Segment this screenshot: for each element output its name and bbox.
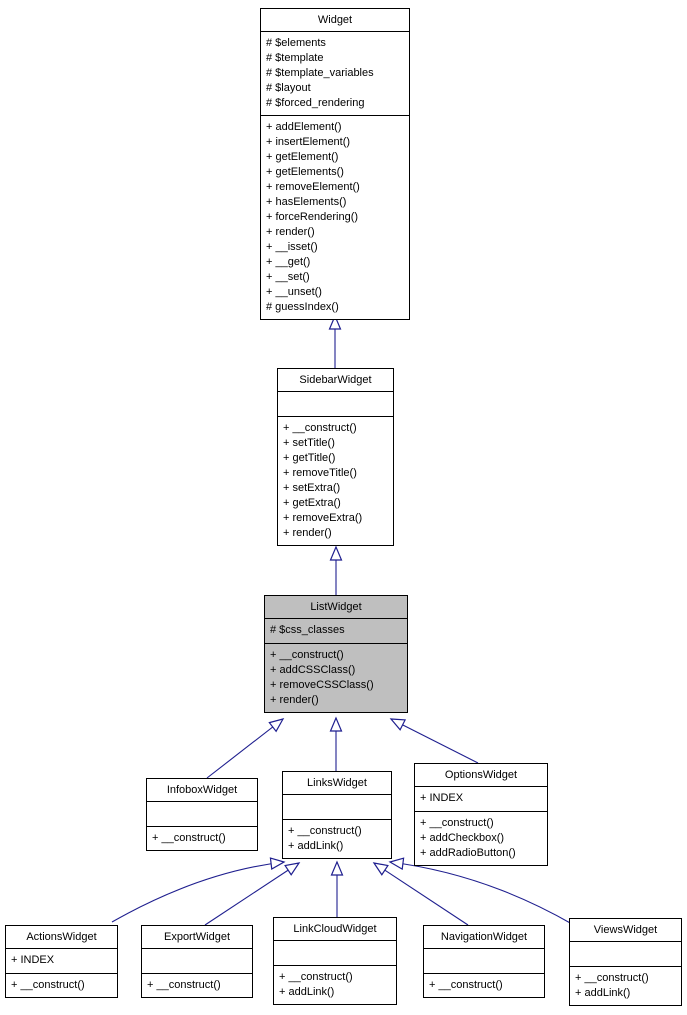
class-member: + __construct(): [270, 649, 344, 661]
class-node-actionswidget[interactable]: ActionsWidget + INDEX + __construct(): [5, 925, 118, 998]
class-member: + getTitle(): [283, 452, 336, 464]
methods-section: + __construct() + addLink(): [570, 966, 681, 1005]
inheritance-arrow-exportwidget-to-linkswidget: [204, 862, 301, 926]
inheritance-arrow-optionswidget-to-listwidget: [389, 718, 479, 764]
class-member: + getElement(): [266, 151, 339, 163]
class-member: + addCheckbox(): [420, 832, 505, 844]
class-member: + render(): [266, 226, 315, 238]
class-node-sidebarwidget[interactable]: SidebarWidget + __construct() + setTitle(…: [277, 368, 394, 546]
class-member: + render(): [270, 694, 319, 706]
inheritance-arrow-navigationwidget-to-linkswidget: [372, 862, 469, 926]
class-member: + __construct(): [429, 979, 503, 991]
methods-section: + __construct(): [6, 973, 117, 997]
class-member: + __unset(): [266, 286, 322, 298]
class-member: + addElement(): [266, 121, 342, 133]
class-member: + removeTitle(): [283, 467, 357, 479]
methods-section: + __construct(): [142, 973, 252, 997]
class-member: # $layout: [266, 82, 311, 94]
class-member: # guessIndex(): [266, 301, 339, 313]
class-name: ActionsWidget: [6, 926, 117, 949]
class-member: + hasElements(): [266, 196, 347, 208]
methods-section: + __construct(): [147, 826, 257, 850]
class-member: + __construct(): [279, 971, 353, 983]
class-member: + __construct(): [152, 832, 226, 844]
class-member: + getElements(): [266, 166, 344, 178]
class-member: + getExtra(): [283, 497, 341, 509]
class-member: + addCSSClass(): [270, 664, 356, 676]
class-member: + insertElement(): [266, 136, 351, 148]
class-member: + removeCSSClass(): [270, 679, 374, 691]
class-member: + removeExtra(): [283, 512, 363, 524]
class-name: LinkCloudWidget: [274, 918, 396, 941]
methods-section: + __construct() + addCheckbox() + addRadio…: [415, 811, 547, 865]
class-member: + addLink(): [279, 986, 335, 998]
methods-section: + __construct(): [424, 973, 544, 997]
class-member: + addLink(): [575, 987, 631, 999]
class-member: + __construct(): [147, 979, 221, 991]
methods-section: + __construct() + addCSSClass() + removeCS…: [265, 643, 407, 712]
class-member: + __construct(): [420, 817, 494, 829]
class-node-exportwidget[interactable]: ExportWidget + __construct(): [141, 925, 253, 998]
class-member: + __isset(): [266, 241, 318, 253]
class-member: # $forced_rendering: [266, 97, 365, 109]
methods-section: + __construct() + setTitle() + getTitle() +…: [278, 416, 393, 545]
attributes-section: [570, 942, 681, 966]
class-node-viewswidget[interactable]: ViewsWidget + __construct() + addLink(): [569, 918, 682, 1006]
class-node-listwidget[interactable]: ListWidget # $css_classes + __construct(…: [264, 595, 408, 713]
class-member: + addRadioButton(): [420, 847, 516, 859]
class-member: + __get(): [266, 256, 311, 268]
class-member: + removeElement(): [266, 181, 360, 193]
class-member: + addLink(): [288, 840, 344, 852]
class-name: LinksWidget: [283, 772, 391, 795]
class-name: InfoboxWidget: [147, 779, 257, 802]
class-member: + __set(): [266, 271, 310, 283]
class-member: + forceRendering(): [266, 211, 359, 223]
class-member: # $template: [266, 52, 324, 64]
class-name: SidebarWidget: [278, 369, 393, 392]
class-member: + INDEX: [420, 792, 464, 804]
class-node-infoboxwidget[interactable]: InfoboxWidget + __construct(): [146, 778, 258, 851]
attributes-section: + INDEX: [6, 949, 117, 973]
methods-section: + __construct() + addLink(): [274, 965, 396, 1004]
class-name: Widget: [261, 9, 409, 32]
class-member: + render(): [283, 527, 332, 539]
class-member: + INDEX: [11, 954, 55, 966]
class-node-linkswidget[interactable]: LinksWidget + __construct() + addLink(): [282, 771, 392, 859]
methods-section: + addElement() + insertElement() + getElem…: [261, 115, 409, 319]
class-member: # $css_classes: [270, 624, 345, 636]
class-member: + __construct(): [11, 979, 85, 991]
attributes-section: # $css_classes: [265, 619, 407, 643]
attributes-section: [278, 392, 393, 416]
inheritance-arrow-viewswidget-to-linkswidget: [388, 857, 573, 925]
class-node-linkcloudwidget[interactable]: LinkCloudWidget + __construct() + addLink…: [273, 917, 397, 1005]
class-node-optionswidget[interactable]: OptionsWidget + INDEX + __construct() + a…: [414, 763, 548, 866]
attributes-section: [283, 795, 391, 819]
class-member: + __construct(): [575, 972, 649, 984]
class-name: NavigationWidget: [424, 926, 544, 949]
inheritance-arrow-infoboxwidget-to-listwidget: [206, 718, 285, 779]
attributes-section: [424, 949, 544, 973]
attributes-section: [142, 949, 252, 973]
class-member: + __construct(): [288, 825, 362, 837]
class-member: # $template_variables: [266, 67, 374, 79]
methods-section: + __construct() + addLink(): [283, 819, 391, 858]
inheritance-arrow-actionswidget-to-linkswidget: [111, 857, 286, 923]
class-name: ViewsWidget: [570, 919, 681, 942]
attributes-section: # $elements # $template # $template_variab…: [261, 32, 409, 115]
class-member: + setTitle(): [283, 437, 335, 449]
class-member: + setExtra(): [283, 482, 341, 494]
class-name: OptionsWidget: [415, 764, 547, 787]
class-node-navigationwidget[interactable]: NavigationWidget + __construct(): [423, 925, 545, 998]
class-name: ListWidget: [265, 596, 407, 619]
attributes-section: [147, 802, 257, 826]
attributes-section: [274, 941, 396, 965]
class-member: # $elements: [266, 37, 326, 49]
attributes-section: + INDEX: [415, 787, 547, 811]
class-name: ExportWidget: [142, 926, 252, 949]
class-node-widget[interactable]: Widget # $elements # $template # $template…: [260, 8, 410, 320]
class-member: + __construct(): [283, 422, 357, 434]
